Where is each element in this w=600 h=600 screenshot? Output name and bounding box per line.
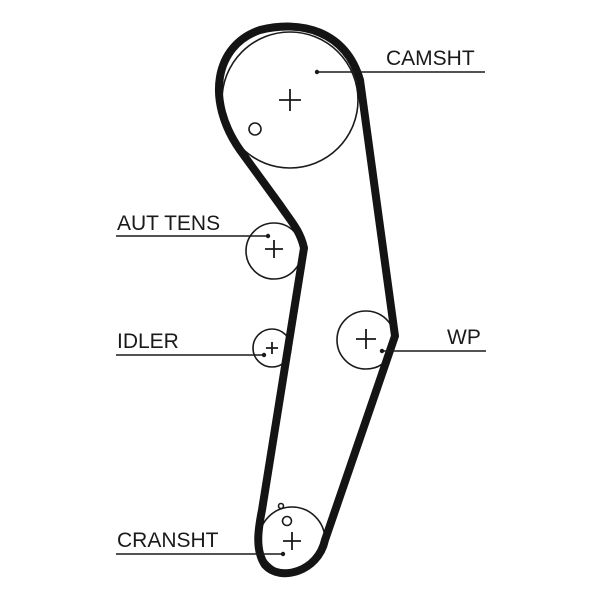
camshaft-label: CAMSHT xyxy=(386,47,475,70)
crankshaft-label: CRANSHT xyxy=(117,529,219,552)
idler-label: IDLER xyxy=(117,330,179,353)
water-pump-pulley xyxy=(336,310,396,370)
water-pump-label: WP xyxy=(447,326,481,349)
idler-leader-dot xyxy=(261,352,267,358)
camshaft-leader-dot xyxy=(314,69,320,75)
water-pump-leader-dot xyxy=(379,348,385,354)
timing-belt xyxy=(215,22,399,578)
auto-tensioner-label: AUT TENS xyxy=(117,212,220,235)
crankshaft-leader-dot xyxy=(280,551,286,557)
auto-tensioner-leader-dot xyxy=(265,233,271,239)
